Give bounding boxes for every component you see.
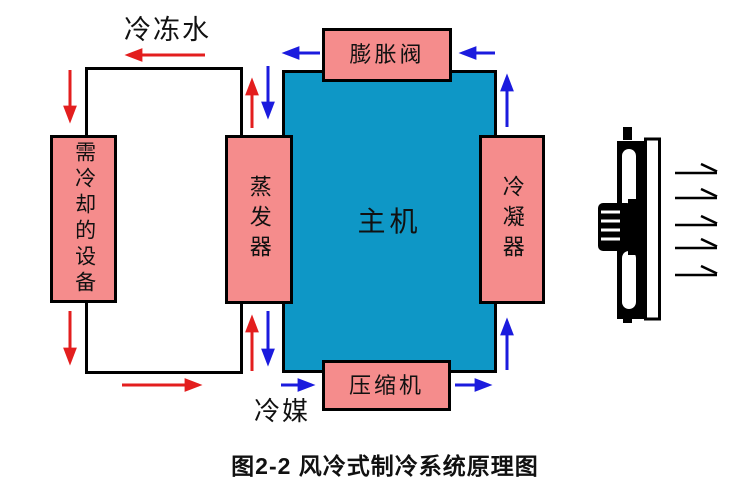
fan-icon (598, 127, 718, 323)
main-unit-box: 主机 (282, 70, 497, 373)
equipment-to-cool-box: 需冷却的设备 (50, 135, 117, 303)
condenser-box: 冷凝器 (479, 135, 545, 304)
compressor-box: 压缩机 (322, 360, 451, 411)
equipment-to-cool-label: 需冷却的设备 (72, 141, 96, 297)
evaporator-box: 蒸发器 (225, 135, 293, 304)
compressor-label: 压缩机 (348, 372, 424, 398)
expansion-valve-label: 膨胀阀 (349, 42, 425, 68)
condenser-label: 冷凝器 (499, 174, 525, 265)
main-unit-label: 主机 (357, 206, 422, 237)
expansion-valve-box: 膨胀阀 (322, 28, 452, 82)
chilled-water-label: 冷冻水 (124, 15, 211, 45)
refrigerant-label: 冷媒 (254, 396, 311, 426)
figure-caption: 图2-2 风冷式制冷系统原理图 (231, 453, 539, 479)
evaporator-label: 蒸发器 (246, 174, 272, 265)
airflow-lines (675, 162, 718, 277)
